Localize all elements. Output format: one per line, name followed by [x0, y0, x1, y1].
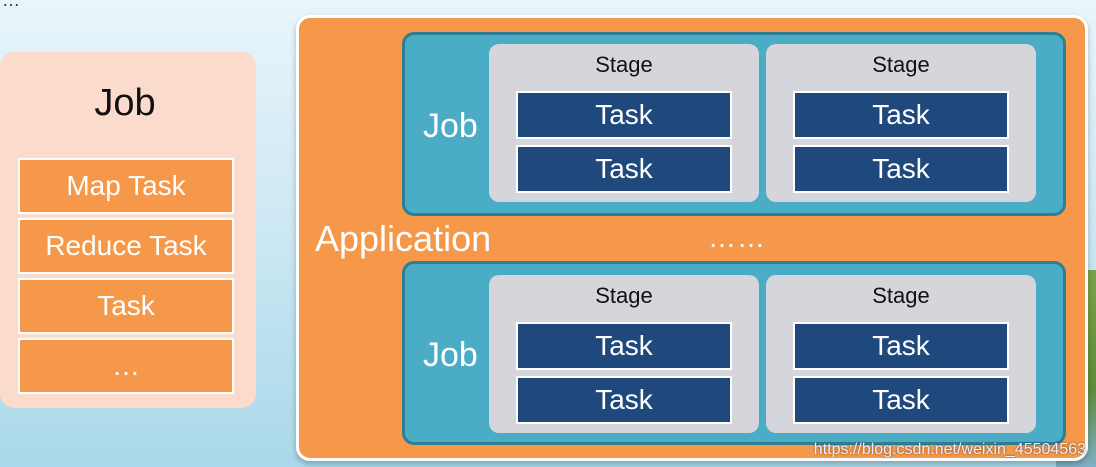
ellipsis: …… [708, 222, 766, 253]
job-panel: Job Map Task Reduce Task Task … [0, 52, 256, 408]
job-panel-title: Job [94, 82, 156, 124]
stage-block: Stage Task Task [489, 44, 759, 202]
task-box: Task [516, 91, 732, 139]
job-label: Job [423, 107, 478, 145]
stage-label: Stage [595, 283, 653, 308]
task-box: Task [793, 91, 1009, 139]
job-block-2: Job Stage Task Task Stage Task Task [402, 261, 1066, 445]
task-box: Task [18, 278, 234, 334]
task-box: Task [516, 145, 732, 193]
task-box: Task [793, 145, 1009, 193]
application-label: Application [315, 218, 492, 259]
task-box: Task [516, 376, 732, 424]
task-box: Task [793, 376, 1009, 424]
task-box: Task [516, 322, 732, 370]
task-box: Task [793, 322, 1009, 370]
watermark-text: https://blog.csdn.net/weixin_45504563 [813, 441, 1086, 458]
map-task-box: Map Task [18, 158, 234, 214]
corner-text: … [2, 0, 20, 10]
reduce-task-box: Reduce Task [18, 218, 234, 274]
stage-label: Stage [872, 52, 930, 77]
job-block-1: Job Stage Task Task Stage Task Task [402, 32, 1066, 216]
stage-block: Stage Task Task [489, 275, 759, 433]
job-label: Job [423, 336, 478, 374]
stage-block: Stage Task Task [766, 275, 1036, 433]
stage-block: Stage Task Task [766, 44, 1036, 202]
stage-label: Stage [595, 52, 653, 77]
stage-label: Stage [872, 283, 930, 308]
more-tasks-box: … [18, 338, 234, 394]
